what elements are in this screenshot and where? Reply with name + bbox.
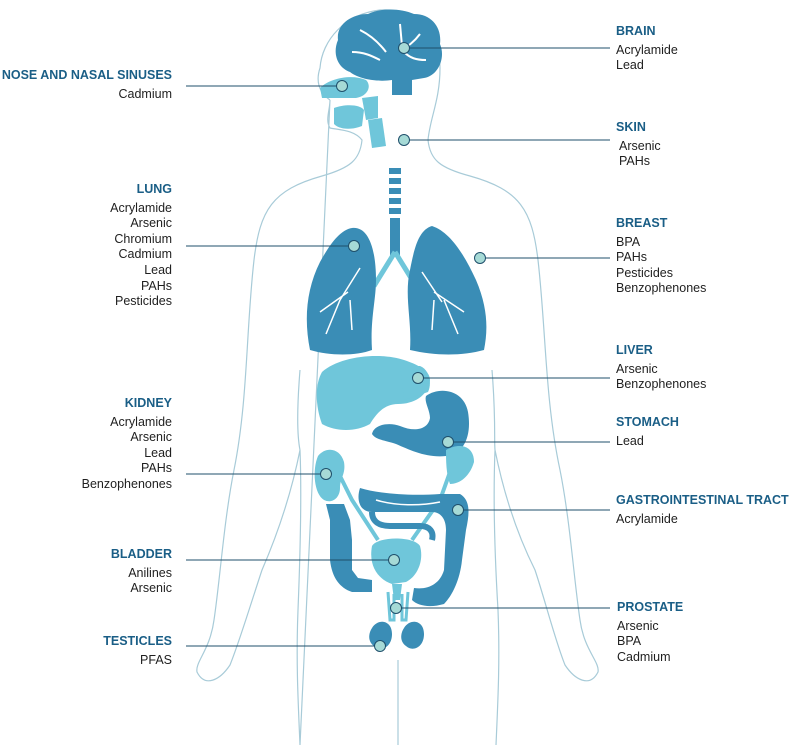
chemical: Arsenic [130, 216, 172, 231]
chemical: Acrylamide [110, 414, 172, 429]
organ-title: GASTROINTESTINAL TRACT [616, 493, 789, 507]
lung-label: LUNG Acrylamide Arsenic Chromium Cadmium… [110, 182, 172, 310]
chemical: Anilines [128, 565, 172, 580]
chemical: Arsenic [130, 430, 172, 445]
breast-marker [474, 252, 486, 264]
chemical: Arsenic [617, 618, 659, 633]
kidney-marker [320, 468, 332, 480]
chemical: Cadmium [118, 247, 173, 262]
organ-title: KIDNEY [124, 396, 172, 410]
gi-marker [452, 504, 464, 516]
organ-title: PROSTATE [617, 600, 684, 614]
organ-title: LUNG [136, 182, 172, 196]
chemical: Arsenic [130, 581, 172, 596]
chemical: Lead [616, 58, 644, 73]
chemical: Arsenic [619, 138, 661, 153]
skin-marker [398, 134, 410, 146]
leader-lines [186, 47, 610, 647]
organ-title: BLADDER [110, 547, 172, 561]
right-lung [407, 226, 487, 355]
organ-title: SKIN [616, 120, 646, 134]
chemical: Lead [144, 445, 172, 460]
lung-marker [348, 240, 360, 252]
organ-title: TESTICLES [103, 634, 172, 648]
organ-title: LIVER [616, 343, 653, 357]
testicles-marker [374, 640, 386, 652]
testicles-label: TESTICLES PFAS [103, 634, 172, 668]
chemical: Cadmium [617, 649, 671, 664]
organ-markers [320, 42, 486, 652]
stomach-marker [442, 436, 454, 448]
liver-label: LIVER Arsenic Benzophenones [616, 343, 706, 393]
chemical: Lead [616, 433, 644, 448]
trachea [389, 168, 401, 256]
chemical: Pesticides [616, 265, 673, 280]
chemical: Benzophenones [81, 476, 172, 491]
prostate-label: PROSTATE Arsenic BPA Cadmium [617, 600, 683, 665]
chemical: Acrylamide [616, 42, 678, 57]
prostate-marker [390, 602, 402, 614]
breast-label: BREAST BPA PAHs Pesticides Benzophenones [616, 216, 706, 297]
chemical: Acrylamide [110, 200, 172, 215]
bladder-label: BLADDER Anilines Arsenic [111, 547, 172, 597]
chemical: Pesticides [115, 294, 172, 309]
chemical: PFAS [140, 652, 172, 667]
chemical: Cadmium [118, 86, 173, 101]
nose-label: NOSE AND NASAL SINUSES Cadmium [2, 68, 172, 102]
organ-title: BRAIN [616, 24, 656, 38]
chemical: BPA [616, 234, 641, 249]
chemical: Benzophenones [616, 377, 707, 392]
chemical: Lead [144, 262, 172, 277]
chemical: PAHs [616, 250, 648, 265]
bladder-marker [388, 554, 400, 566]
chemical: Benzophenones [616, 281, 707, 296]
chemical: PAHs [140, 461, 172, 476]
organ-title: STOMACH [616, 415, 679, 429]
liver-marker [412, 372, 424, 384]
left-lung [306, 227, 376, 355]
organ-title: BREAST [616, 216, 668, 230]
brain-marker [398, 42, 410, 54]
chemical: BPA [617, 634, 642, 649]
gi-label: GASTROINTESTINAL TRACT Acrylamide [616, 493, 789, 527]
chemical: PAHs [619, 154, 651, 169]
chemical: Acrylamide [616, 511, 678, 526]
intestine [326, 504, 372, 592]
chemical: PAHs [140, 278, 172, 293]
chemical: Chromium [114, 231, 172, 246]
skin-label: SKIN Arsenic PAHs [616, 120, 661, 170]
organ-title: NOSE AND NASAL SINUSES [1, 68, 172, 82]
stomach-label: STOMACH Lead [616, 415, 679, 449]
brain-label: BRAIN Acrylamide Lead [616, 24, 678, 74]
chemical: Arsenic [616, 361, 658, 376]
nose-marker [336, 80, 348, 92]
kidney-label: KIDNEY Acrylamide Arsenic Lead PAHs Benz… [82, 396, 172, 493]
